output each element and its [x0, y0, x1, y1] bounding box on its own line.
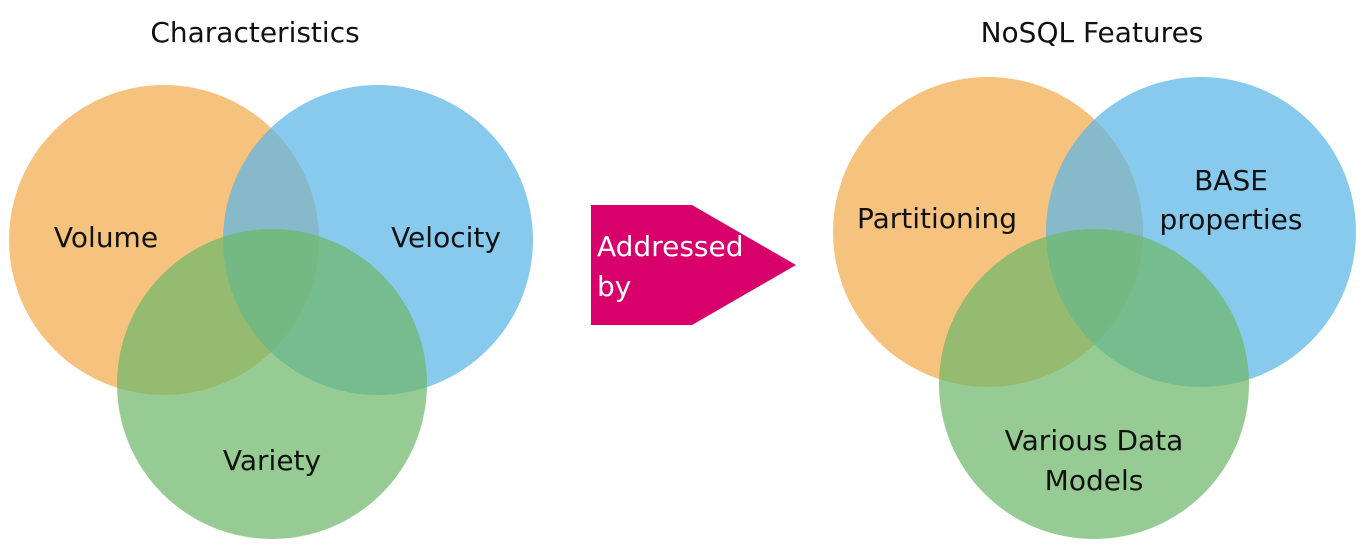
base-label-line1: BASE — [1194, 164, 1268, 197]
right-venn-diagram: NoSQL Features Partitioning BASE propert… — [833, 16, 1356, 539]
volume-label: Volume — [54, 221, 158, 254]
left-venn-title: Characteristics — [150, 16, 359, 49]
base-label-line2: properties — [1160, 203, 1303, 236]
various-data-models-label-line2: Models — [1045, 464, 1144, 497]
variety-label: Variety — [223, 444, 321, 477]
arrow-label-line1: Addressed — [597, 230, 744, 263]
variety-circle — [117, 229, 427, 539]
arrow-shape — [591, 205, 796, 325]
addressed-by-arrow: Addressed by — [591, 205, 796, 325]
right-venn-title: NoSQL Features — [981, 16, 1204, 49]
arrow-label-line2: by — [597, 270, 631, 303]
velocity-label: Velocity — [391, 221, 501, 254]
various-data-models-circle — [939, 229, 1249, 539]
various-data-models-label-line1: Various Data — [1005, 424, 1184, 457]
partitioning-label: Partitioning — [857, 202, 1017, 235]
left-venn-diagram: Characteristics Volume Velocity Variety — [9, 16, 533, 539]
